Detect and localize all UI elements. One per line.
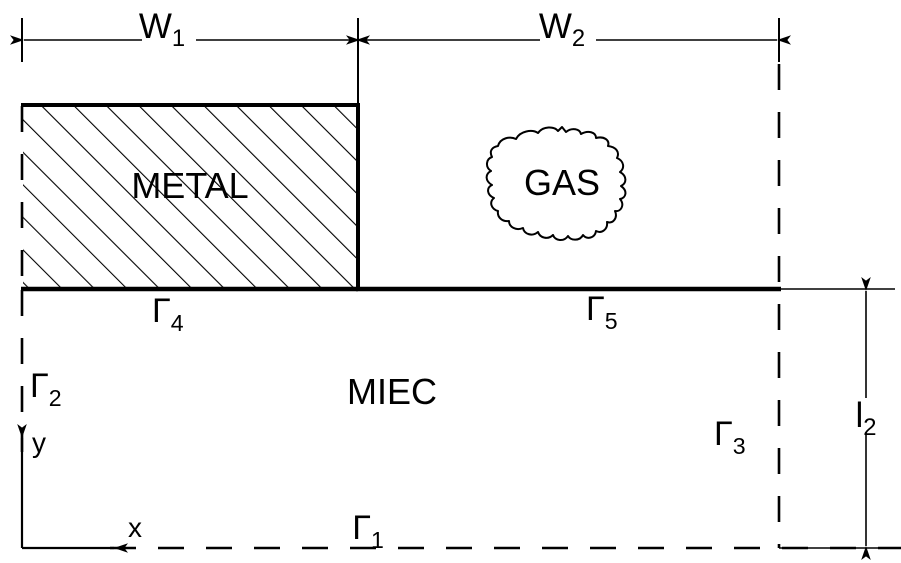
dimension-label-w1: W1 <box>139 7 185 52</box>
boundary-labels: Γ4 Γ5 Γ2 Γ3 Γ1 <box>30 290 746 553</box>
boundary-label-gamma5: Γ5 <box>586 290 618 334</box>
gas-region-label: GAS <box>524 162 600 203</box>
metal-region: METAL <box>20 103 360 290</box>
gas-cloud-outline <box>485 126 627 241</box>
coordinate-axes: x y <box>17 424 142 553</box>
dimension-label-l2: l2 <box>855 396 876 441</box>
y-axis-label: y <box>32 427 46 458</box>
gas-region: GAS <box>485 126 627 241</box>
metal-region-label: METAL <box>131 165 248 206</box>
dimension-group-l2: l2 <box>779 277 895 560</box>
x-axis-label: x <box>128 512 142 543</box>
metal-hatch-fill <box>23 106 358 287</box>
dimension-label-w2: W2 <box>539 7 585 52</box>
boundary-label-gamma2: Γ2 <box>30 367 62 411</box>
boundary-label-gamma1: Γ1 <box>352 509 384 553</box>
dimension-group-top: W1 W2 <box>10 7 791 104</box>
boundary-label-gamma3: Γ3 <box>714 415 746 459</box>
miec-region-label: MIEC <box>347 371 437 412</box>
boundary-label-gamma4: Γ4 <box>152 292 184 336</box>
miec-region: MIEC <box>20 64 901 550</box>
